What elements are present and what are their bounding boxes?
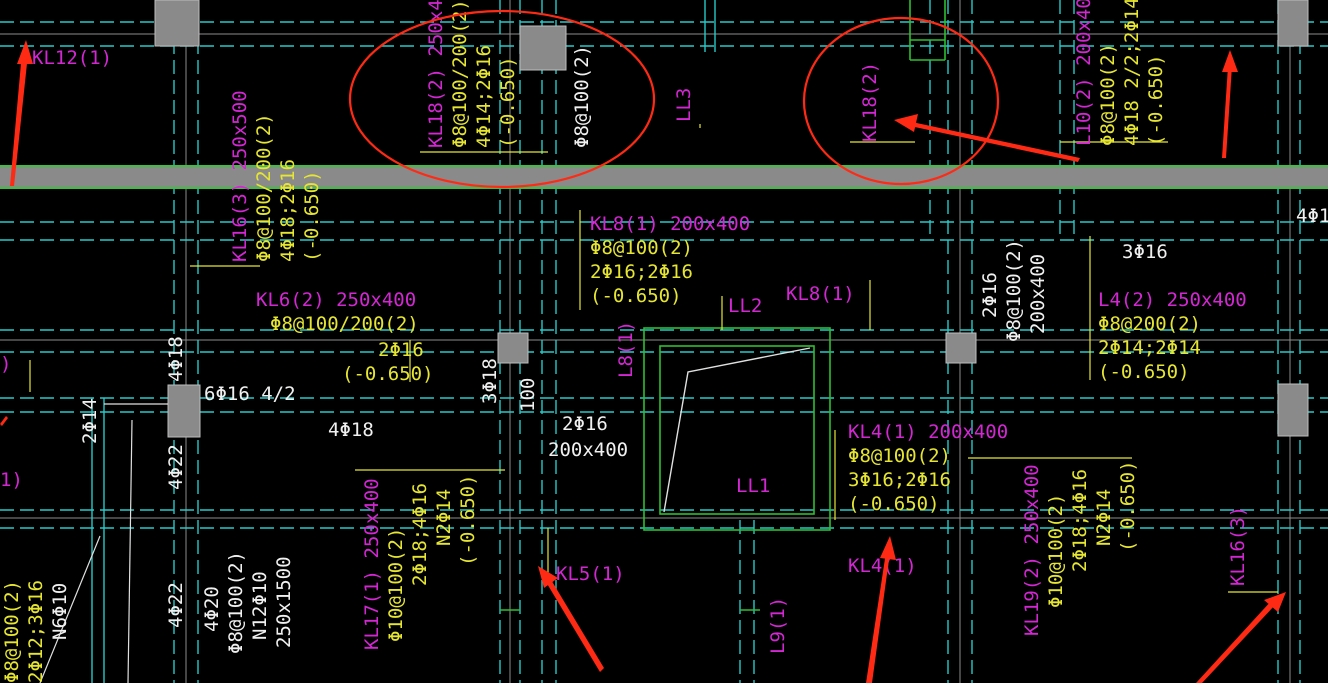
slab-band — [0, 165, 1328, 189]
label-r3-18-v: 3Φ18 — [479, 358, 501, 404]
label-stir-top: Φ8@100(2) — [571, 45, 593, 148]
label-kl6-rebar1: Φ8@100/200(2) — [270, 313, 419, 335]
label-kl12: KL12(1) — [32, 47, 112, 69]
label-r2-14-v: 2Φ14 — [79, 398, 101, 444]
label-kl16-elev: (-0.650) — [301, 170, 323, 262]
label-kl17-n: N2Φ14 — [433, 489, 455, 546]
label-kl19-title: KL19(2) 250x400 — [1021, 464, 1043, 636]
label-kl16-3: KL16(3) — [1227, 506, 1249, 586]
label-r3-16: 3Φ16 — [1122, 241, 1168, 263]
label-size-mid-v: 200x400 — [1027, 254, 1049, 334]
red-arrow-right-top — [1222, 50, 1238, 158]
columns — [154, 0, 1309, 438]
white-leaders — [39, 403, 168, 683]
label-l8: L8(1) — [615, 321, 637, 378]
red-arrow-kl18 — [894, 114, 1080, 162]
label-bl-2: 2Φ12;3Φ16 — [25, 580, 47, 683]
label-kl18-rebar1: Φ8@100/200(2) — [449, 0, 471, 148]
stair-opening — [500, 0, 946, 611]
label-kl18-2: KL18(2) — [859, 62, 881, 142]
label-kl17-rebar1: Φ10@100(2) — [385, 528, 407, 642]
highlight-circle-kl18-2 — [802, 16, 1000, 186]
label-r4-edge: 4Φ1 — [1296, 205, 1328, 227]
label-size-200x400: 200x400 — [548, 439, 628, 461]
label-l4-title: L4(2) 250x400 — [1098, 289, 1247, 311]
label-ll1: LL1 — [736, 475, 770, 497]
label-size-250x1500: 250x1500 — [273, 556, 295, 648]
label-kl18-upper: KL18(2) 250x400 — [425, 0, 447, 148]
label-kl4-title: KL4(1) 200x400 — [848, 421, 1008, 443]
label-kl6-rebar2: 2Φ16 — [378, 339, 424, 361]
label-stir-mid-v: Φ8@100(2) — [1003, 239, 1025, 342]
label-l10-rebar1: Φ8@100(2) — [1097, 43, 1119, 146]
label-r4-18: 4Φ18 — [328, 419, 374, 441]
label-kl17-title: KL17(1) 250x400 — [361, 478, 383, 650]
label-kl5: KL5(1) — [556, 563, 625, 585]
red-arrow-kl4 — [866, 536, 896, 683]
label-r4-18-v: 4Φ18 — [165, 336, 187, 382]
label-r6-16: 6Φ16 4/2 — [204, 383, 296, 405]
label-bl-1: Φ8@100(2) — [1, 580, 23, 683]
annotation-circles — [348, 9, 1000, 189]
label-kl17-rebar2: 2Φ18;4Φ16 — [409, 483, 431, 586]
label-kl6-elev: (-0.650) — [342, 363, 434, 385]
label-l10-title: L10(2) 200x400 — [1073, 0, 1095, 146]
label-bl-n6: N6Φ10 — [49, 583, 71, 640]
label-kl19-elev: (-0.650) — [1117, 460, 1139, 552]
label-kl8-elev: (-0.650) — [590, 285, 682, 307]
label-kl4-2: KL4(1) — [848, 555, 917, 577]
label-ll2: LL2 — [728, 295, 762, 317]
label-l10-elev: (-0.650) — [1145, 54, 1167, 146]
label-kl4-rebar2: 3Φ16;2Φ16 — [848, 469, 951, 491]
label-kl16-rebar1: Φ8@100/200(2) — [253, 113, 275, 262]
label-kl8-rebar1: Φ8@100(2) — [590, 237, 693, 259]
label-l9: L9(1) — [767, 597, 789, 654]
label-left-1: 1) — [0, 469, 23, 491]
highlight-circle-kl18 — [348, 9, 656, 189]
label-l10-rebar2: 4Φ18 2/2;2Φ14 — [1121, 0, 1143, 146]
label-r4-22-v2: 4Φ22 — [165, 582, 187, 628]
label-kl16-title: KL16(3) 250x500 — [229, 90, 251, 262]
label-r2-16: 2Φ16 — [562, 413, 608, 435]
leader-lines — [29, 124, 1278, 593]
red-arrow-left-mid — [0, 416, 8, 426]
label-n12: N12Φ10 — [249, 571, 271, 640]
label-r2-16-v: 2Φ16 — [979, 272, 1001, 318]
label-kl4-elev: (-0.650) — [848, 493, 940, 515]
label-kl18-rebar2: 4Φ14;2Φ16 — [473, 45, 495, 148]
label-left-paren: ) — [0, 353, 11, 375]
annotation-arrows — [0, 40, 1286, 683]
label-kl19-rebar2: 2Φ18;4Φ16 — [1069, 469, 1091, 572]
red-arrow-kl12 — [10, 40, 33, 186]
label-kl8-title: KL8(1) 200x400 — [590, 213, 750, 235]
red-arrow-kl5 — [538, 566, 604, 672]
label-r4-22-v: 4Φ22 — [165, 444, 187, 490]
label-stir-bot: Φ8@100(2) — [225, 551, 247, 654]
label-kl18-elev: (-0.650) — [497, 56, 519, 148]
label-kl4-rebar1: Φ8@100(2) — [848, 445, 951, 467]
label-kl8-2: KL8(1) — [786, 283, 855, 305]
label-kl6-title: KL6(2) 250x400 — [256, 289, 416, 311]
label-kl8-rebar2: 2Φ16;2Φ16 — [590, 261, 693, 283]
label-l4-rebar1: Φ8@200(2) — [1098, 313, 1201, 335]
label-dim-100: 100 — [517, 378, 539, 412]
label-ll3: LL3 — [673, 88, 695, 122]
red-arrow-kl16 — [1196, 592, 1286, 683]
label-kl19-rebar1: Φ10@100(2) — [1045, 494, 1067, 608]
label-r4-20: 4Φ20 — [201, 586, 223, 632]
label-l4-elev: (-0.650) — [1098, 361, 1190, 383]
label-kl16-rebar2: 4Φ18;2Φ16 — [277, 159, 299, 262]
label-kl17-elev: (-0.650) — [457, 474, 479, 566]
label-kl19-n: N2Φ14 — [1093, 489, 1115, 546]
label-l4-rebar2: 2Φ14;2Φ14 — [1098, 337, 1201, 359]
